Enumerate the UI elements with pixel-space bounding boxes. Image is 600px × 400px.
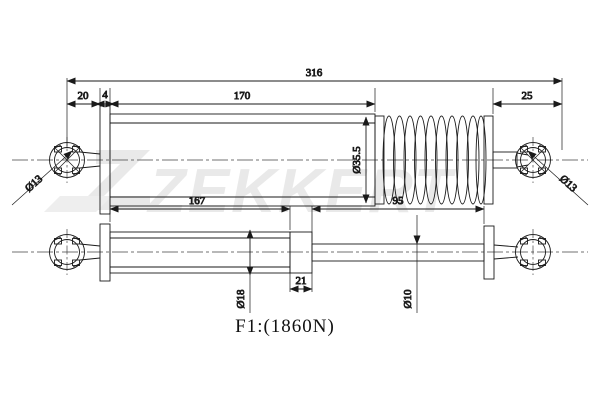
dim-flange-thickness: 4 bbox=[102, 89, 108, 101]
dim-rod-diameter: Ø10 bbox=[402, 289, 414, 308]
force-label: F1:(1860N) bbox=[235, 316, 335, 337]
upper-dimensions: 316 20 4 170 25 Ø35.5 Ø13 bbox=[11, 67, 589, 206]
dim-eye-diameter-right: Ø13 bbox=[557, 173, 579, 195]
lower-flange bbox=[99, 223, 111, 282]
dim-overall-length: 316 bbox=[306, 67, 323, 79]
dim-cylinder-length: 170 bbox=[234, 90, 251, 102]
dim-body-diameter: Ø18 bbox=[235, 289, 247, 308]
dim-cylinder-diameter: Ø35.5 bbox=[351, 146, 363, 174]
right-eye-upper bbox=[515, 137, 551, 183]
lower-cylinder-body bbox=[109, 231, 291, 274]
bellows-coils bbox=[382, 115, 487, 205]
piston-band bbox=[289, 231, 313, 274]
upper-view bbox=[12, 105, 588, 215]
zekkert-logo-icon bbox=[74, 150, 150, 210]
lower-rod bbox=[311, 243, 485, 262]
dim-eye-diameter-left: Ø13 bbox=[23, 173, 45, 195]
lower-right-flange bbox=[483, 225, 495, 280]
dim-eye-offset-left: 20 bbox=[78, 90, 90, 102]
dim-rod-end-length: 25 bbox=[522, 90, 534, 102]
lower-right-neck bbox=[493, 244, 519, 260]
dim-piston-length: 21 bbox=[296, 275, 307, 287]
lower-view bbox=[12, 223, 588, 282]
left-eye-lower bbox=[49, 229, 101, 275]
right-eye-lower bbox=[515, 229, 551, 275]
dim-lower-left-length: 167 bbox=[189, 195, 206, 207]
dim-lower-right-length: 95 bbox=[393, 195, 405, 207]
zekkert-logo-accent-icon bbox=[44, 196, 112, 212]
lower-dimensions: 167 95 21 Ø18 Ø10 bbox=[109, 195, 485, 313]
